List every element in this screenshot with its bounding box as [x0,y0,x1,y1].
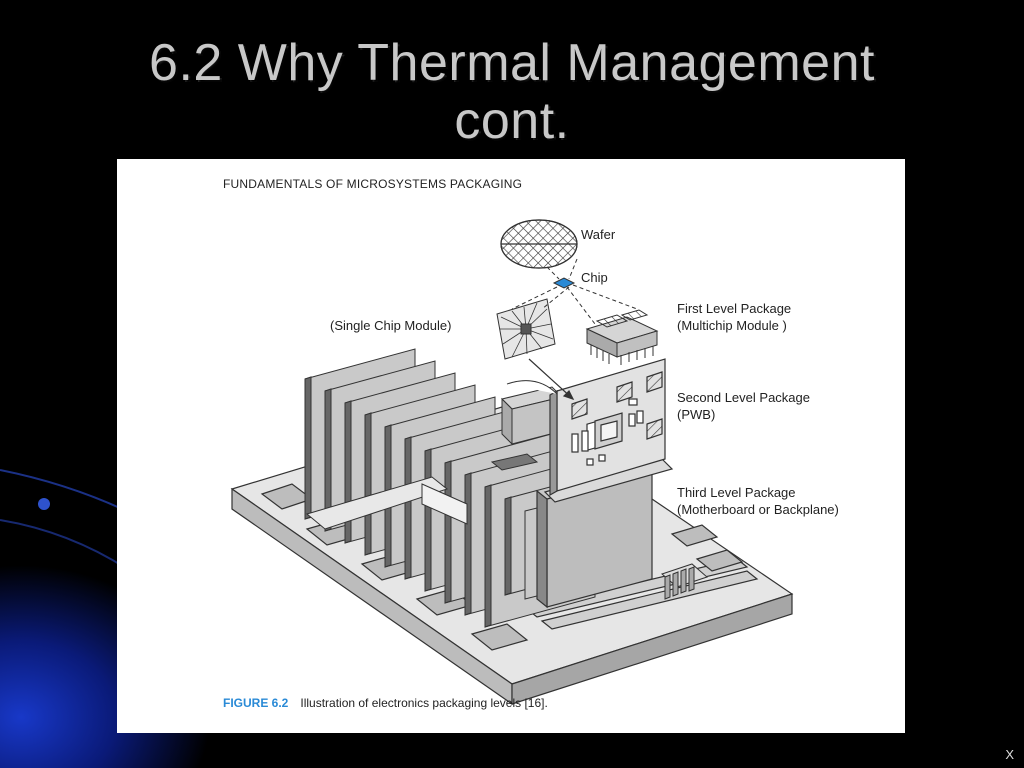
slide-corner-mark[interactable]: X [1005,747,1014,762]
single-chip-module [496,298,556,360]
label-single-chip-module: (Single Chip Module) [330,318,452,333]
label-second-level: Second Level Package (PWB) [677,389,810,423]
slide-title: 6.2 Why Thermal Management cont. [0,34,1024,150]
label-third-level-line2: (Motherboard or Backplane) [677,502,839,517]
chip [552,277,576,289]
slide-title-line1: 6.2 Why Thermal Management [149,34,875,92]
caption-number: FIGURE 6.2 [223,696,289,710]
caption-text: Illustration of electronics packaging le… [300,696,548,710]
label-chip: Chip [581,270,608,285]
label-first-level: First Level Package (Multichip Module ) [677,300,791,334]
pwb-card [549,358,666,497]
figure-caption: FIGURE 6.2 Illustration of electronics pa… [223,696,548,710]
label-first-level-line2: (Multichip Module ) [677,318,787,333]
wafer [500,219,578,269]
label-wafer: Wafer [581,227,616,242]
edge-connector [661,563,708,600]
label-first-level-line1: First Level Package [677,301,792,316]
arrow-bridge [506,380,558,395]
dashed-leaders [511,258,638,325]
placement-arrow [528,358,575,401]
packaging-illustration [230,219,794,706]
label-second-level-line1: Second Level Package [677,390,810,405]
multichip-module [585,309,659,365]
label-third-level-line1: Third Level Package [677,485,796,500]
label-second-level-line2: (PWB) [677,407,716,422]
backplane-panel [536,458,674,609]
figure-header: FUNDAMENTALS OF MICROSYSTEMS PACKAGING [223,177,523,191]
ribbon-cable [305,476,468,530]
label-third-level: Third Level Package (Motherboard or Back… [677,484,839,518]
slide-title-line2: cont. [454,92,570,150]
packaging-figure: FUNDAMENTALS OF MICROSYSTEMS PACKAGING W… [117,159,905,733]
